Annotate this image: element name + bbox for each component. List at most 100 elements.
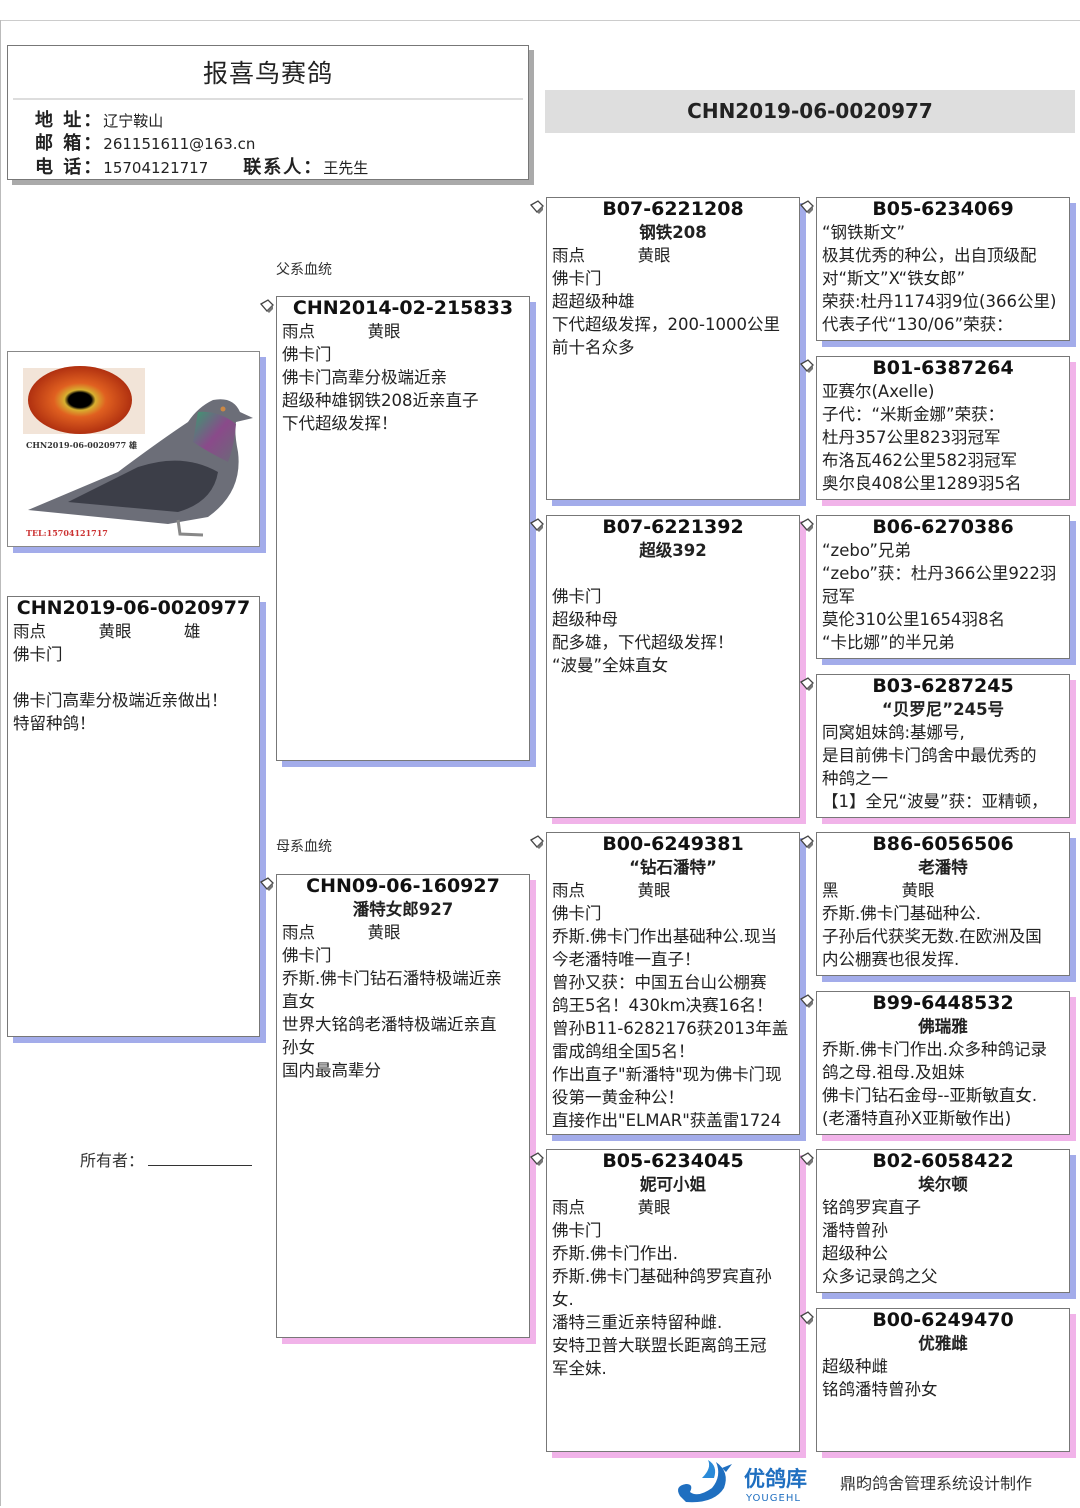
footer-credit: 鼎昀鸽舍管理系统设计制作 [840, 1474, 1033, 1493]
pigeon-note-line: 超级种母 [552, 610, 618, 629]
pigeon-note-line: “zebo”兄弟 [822, 541, 911, 560]
pigeon-note-line: 安特卫普大联盟长距离鸽王冠 [552, 1336, 767, 1355]
pigeon-note-line: 奥尔良408公里1289羽5名 [822, 474, 1022, 493]
pigeon-name: 埃尔顿 [918, 1175, 968, 1194]
pigeon-note-line: 佛卡门高辈分极端近亲 [282, 368, 447, 387]
pigeon-note-line: 同窝姐妹鸽:基娜号, [822, 723, 965, 742]
edit-bucket-icon[interactable] [799, 676, 815, 692]
pigeon-note-line: 雨点 黄眼 雄 [13, 622, 201, 641]
owner-label: 所有者： [80, 1151, 145, 1170]
pigeon-note-line: 孙女 [282, 1038, 315, 1057]
pigeon-note-line: 超级种公 [822, 1244, 888, 1263]
phone-label: 电 话： [35, 157, 104, 178]
ring-number: B00-6249381 [602, 833, 744, 855]
edit-bucket-icon[interactable] [529, 517, 545, 533]
edit-bucket-icon[interactable] [799, 1310, 815, 1326]
pigeon-note-line: 雨点 黄眼 [552, 881, 671, 900]
pigeon-note-line: 直女 [282, 992, 315, 1011]
pigeon-name: 超级392 [639, 541, 707, 560]
edit-bucket-icon[interactable] [259, 298, 275, 314]
edit-bucket-icon[interactable] [799, 993, 815, 1009]
edit-bucket-icon[interactable] [529, 1151, 545, 1167]
pigeon-note-line: 代表子代“130/06”荣获： [822, 315, 1013, 334]
owner-blank [148, 1151, 253, 1166]
loft-info-card: 报喜鸟赛鸽 地 址：辽宁鞍山 邮 箱：261151611@163.cn 电 话：… [7, 45, 529, 180]
pigeon-note-line: 世界大铭鸽老潘特极端近亲直 [282, 1015, 497, 1034]
pigeon-note-line: 乔斯.佛卡门基础种鸽罗宾直孙 [552, 1267, 772, 1286]
pigeon-note-line: “卡比娜”的半兄弟 [822, 633, 955, 652]
pigeon-note-line: 乔斯.佛卡门基础种公. [822, 904, 981, 923]
pigeon-note-line: 下代超级发挥！ [282, 414, 398, 433]
pigeon-note-line: 军全妹. [552, 1359, 607, 1378]
pigeon-note-line: 种鸽之一 [822, 769, 888, 788]
email-label: 邮 箱： [35, 133, 104, 154]
pigeon-card-ds[interactable]: B00-6249381“钻石潘特”雨点 黄眼佛卡门乔斯.佛卡门作出基础种公.现当… [546, 832, 800, 1135]
pigeon-note-line: 佛卡门 [552, 587, 602, 606]
photo-tel: TEL:15704121717 [26, 528, 108, 538]
pigeon-note-line: 役第一黄金种公！ [552, 1088, 684, 1107]
pigeon-name: 优雅雌 [918, 1334, 968, 1353]
pigeon-note-line: 下代超级发挥，200-1000公里 [552, 315, 780, 334]
pigeon-card-sdd[interactable]: B03-6287245 “贝罗尼”245号同窝姐妹鸽:基娜号, 是目前佛卡门鸽舍中最… [816, 674, 1070, 818]
contact-value: 王先生 [323, 159, 369, 177]
pigeon-note-line: 超级种雄钢铁208近亲直子 [282, 391, 479, 410]
address-row: 地 址：辽宁鞍山 [35, 106, 163, 132]
pigeon-note-line: 是目前佛卡门鸽舍中最优秀的 [822, 746, 1037, 765]
pigeon-name: “贝罗尼”245号 [881, 700, 1005, 719]
edit-bucket-icon[interactable] [259, 876, 275, 892]
edit-bucket-icon[interactable] [799, 199, 815, 215]
pigeon-note-line: 作出直子"新潘特"现为佛卡门现 [552, 1065, 782, 1084]
pigeon-note-line: 佛卡门 [552, 1221, 602, 1240]
ring-number: B03-6287245 [872, 675, 1014, 697]
ring-number-banner: CHN2019-06-0020977 [545, 90, 1075, 133]
pigeon-note-line: 佛卡门钻石金母--亚斯敏直女. [822, 1086, 1038, 1105]
top-divider [0, 20, 1080, 21]
pigeon-name: 佛瑞雅 [918, 1017, 968, 1036]
email-row: 邮 箱：261151611@163.cn [35, 129, 255, 155]
pigeon-note-line: 鸽之母.祖母.及姐妹 [822, 1063, 965, 1082]
pigeon-note-line: 潘特三重近亲特留种雌. [552, 1313, 723, 1332]
pigeon-card-sds[interactable]: B06-6270386“zebo”兄弟“zebo”获：杜丹366公里922羽冠军… [816, 515, 1070, 659]
edit-bucket-icon[interactable] [529, 199, 545, 215]
pigeon-note-line: 内公棚赛也很发挥. [822, 950, 960, 969]
pigeon-note-line: 乔斯.佛卡门作出. [552, 1244, 678, 1263]
pigeon-note-line: 亚赛尔(Axelle) [822, 382, 935, 401]
ring-number: B06-6270386 [872, 516, 1014, 538]
ring-number: CHN2014-02-215833 [292, 297, 514, 319]
edit-bucket-icon[interactable] [799, 517, 815, 533]
edit-bucket-icon[interactable] [799, 834, 815, 850]
ring-number: B01-6387264 [872, 357, 1014, 379]
pigeon-card-sss[interactable]: B05-6234069“钢铁斯文”极其优秀的种公，出自顶级配对“斯文”X“铁女郎… [816, 197, 1070, 341]
pigeon-note-line: 佛卡门 [13, 645, 63, 664]
pigeon-note-line: (老潘特直孙X亚斯敏作出) [822, 1109, 1012, 1128]
ring-number: B86-6056506 [872, 833, 1014, 855]
logo-text-cn: 优鸽库 [744, 1467, 807, 1491]
ring-number: B05-6234045 [602, 1150, 744, 1172]
pigeon-note-line: 莫伦310公里1654羽8名 [822, 610, 1005, 629]
pigeon-name: 潘特女郎927 [352, 900, 454, 919]
edit-bucket-icon[interactable] [799, 358, 815, 374]
pigeon-photo: CHN2019-06-0020977 雄 TEL:15704121717 [7, 351, 260, 547]
ring-number: B00-6249470 [872, 1309, 1014, 1331]
logo-text-en: YOUGEHL [745, 1493, 801, 1504]
pigeon-note-line: 冠军 [822, 587, 855, 606]
pigeon-note-line: 鸽王5名！430km决赛16名！ [552, 996, 773, 1015]
edit-bucket-icon[interactable] [799, 1151, 815, 1167]
edit-bucket-icon[interactable] [529, 834, 545, 850]
pigeon-note-line: 众多记录鸽之父 [822, 1267, 938, 1286]
pigeon-note-line: 铭鸽罗宾直子 [822, 1198, 921, 1217]
pigeon-note-line: 今老潘特唯一直子！ [552, 950, 701, 969]
pigeon-note-line: 特留种鸽！ [13, 714, 96, 733]
